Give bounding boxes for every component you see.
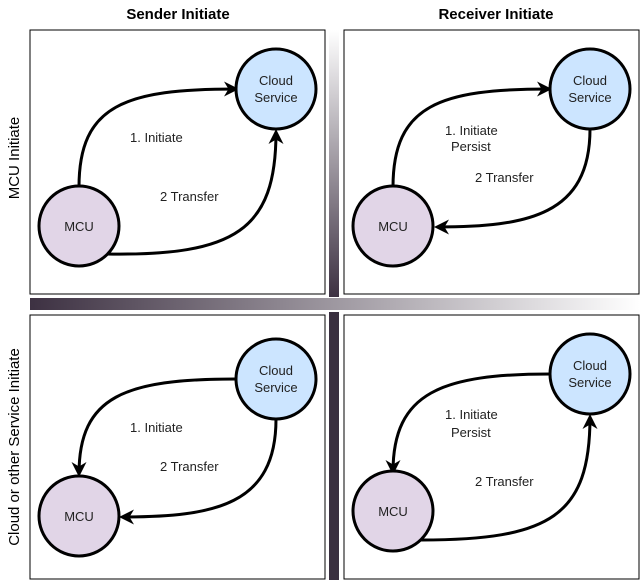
step1-label-line1: 1. Initiate	[445, 123, 498, 138]
column-title-sender: Sender Initiate	[126, 6, 229, 23]
cloud-label-line2: Service	[254, 90, 297, 105]
step2-label: 2 Transfer	[475, 170, 534, 185]
edge-transfer	[420, 414, 598, 542]
cloud-label-line2: Service	[568, 90, 611, 105]
step2-label: 2 Transfer	[160, 459, 219, 474]
quadrant-top-left: Cloud Service MCU 1. Initiate 2 Transfer	[37, 47, 318, 268]
edge-initiate	[391, 81, 552, 188]
mcu-label: MCU	[378, 219, 408, 234]
cloud-label-line1: Cloud	[573, 358, 607, 373]
mcu-node	[351, 469, 435, 553]
cloud-label-line2: Service	[254, 380, 297, 395]
quadrant-bottom-left: Cloud Service MCU 1. Initiate 2 Transfer	[37, 337, 318, 558]
vertical-divider-top	[329, 30, 339, 297]
mcu-label: MCU	[64, 219, 94, 234]
step2-label: 2 Transfer	[160, 189, 219, 204]
step1-label-line2: Persist	[451, 139, 491, 154]
mcu-node	[37, 474, 121, 558]
step1-label: 1. Initiate	[130, 130, 183, 145]
cloud-service-node	[234, 47, 318, 131]
edge-initiate	[385, 372, 552, 475]
cloud-service-node	[548, 47, 632, 131]
step2-label: 2 Transfer	[475, 474, 534, 489]
edge-initiate	[77, 81, 239, 188]
edge-transfer	[119, 418, 278, 525]
cloud-label-line1: Cloud	[573, 73, 607, 88]
mcu-node	[351, 184, 435, 268]
step1-label-line1: 1. Initiate	[445, 407, 498, 422]
cloud-label-line1: Cloud	[259, 363, 293, 378]
cloud-label-line2: Service	[568, 375, 611, 390]
horizontal-divider	[30, 298, 640, 310]
row-title-mcu: MCU Initiate	[6, 117, 23, 200]
edge-transfer	[434, 128, 592, 235]
edge-transfer	[106, 129, 284, 256]
quadrant-top-right: Cloud Service MCU 1. Initiate Persist 2 …	[351, 47, 632, 268]
mcu-label: MCU	[64, 509, 94, 524]
mcu-label: MCU	[378, 504, 408, 519]
cloud-label-line1: Cloud	[259, 73, 293, 88]
step1-label: 1. Initiate	[130, 420, 183, 435]
column-title-receiver: Receiver Initiate	[438, 6, 553, 23]
row-title-cloud: Cloud or other Service Initiate	[6, 348, 23, 546]
cloud-service-node	[548, 332, 632, 416]
cloud-service-node	[234, 337, 318, 421]
mcu-node	[37, 184, 121, 268]
edge-initiate	[71, 377, 237, 477]
step1-label-line2: Persist	[451, 425, 491, 440]
vertical-divider-bottom	[329, 312, 339, 580]
quadrant-bottom-right: Cloud Service MCU 1. Initiate Persist 2 …	[351, 332, 632, 553]
